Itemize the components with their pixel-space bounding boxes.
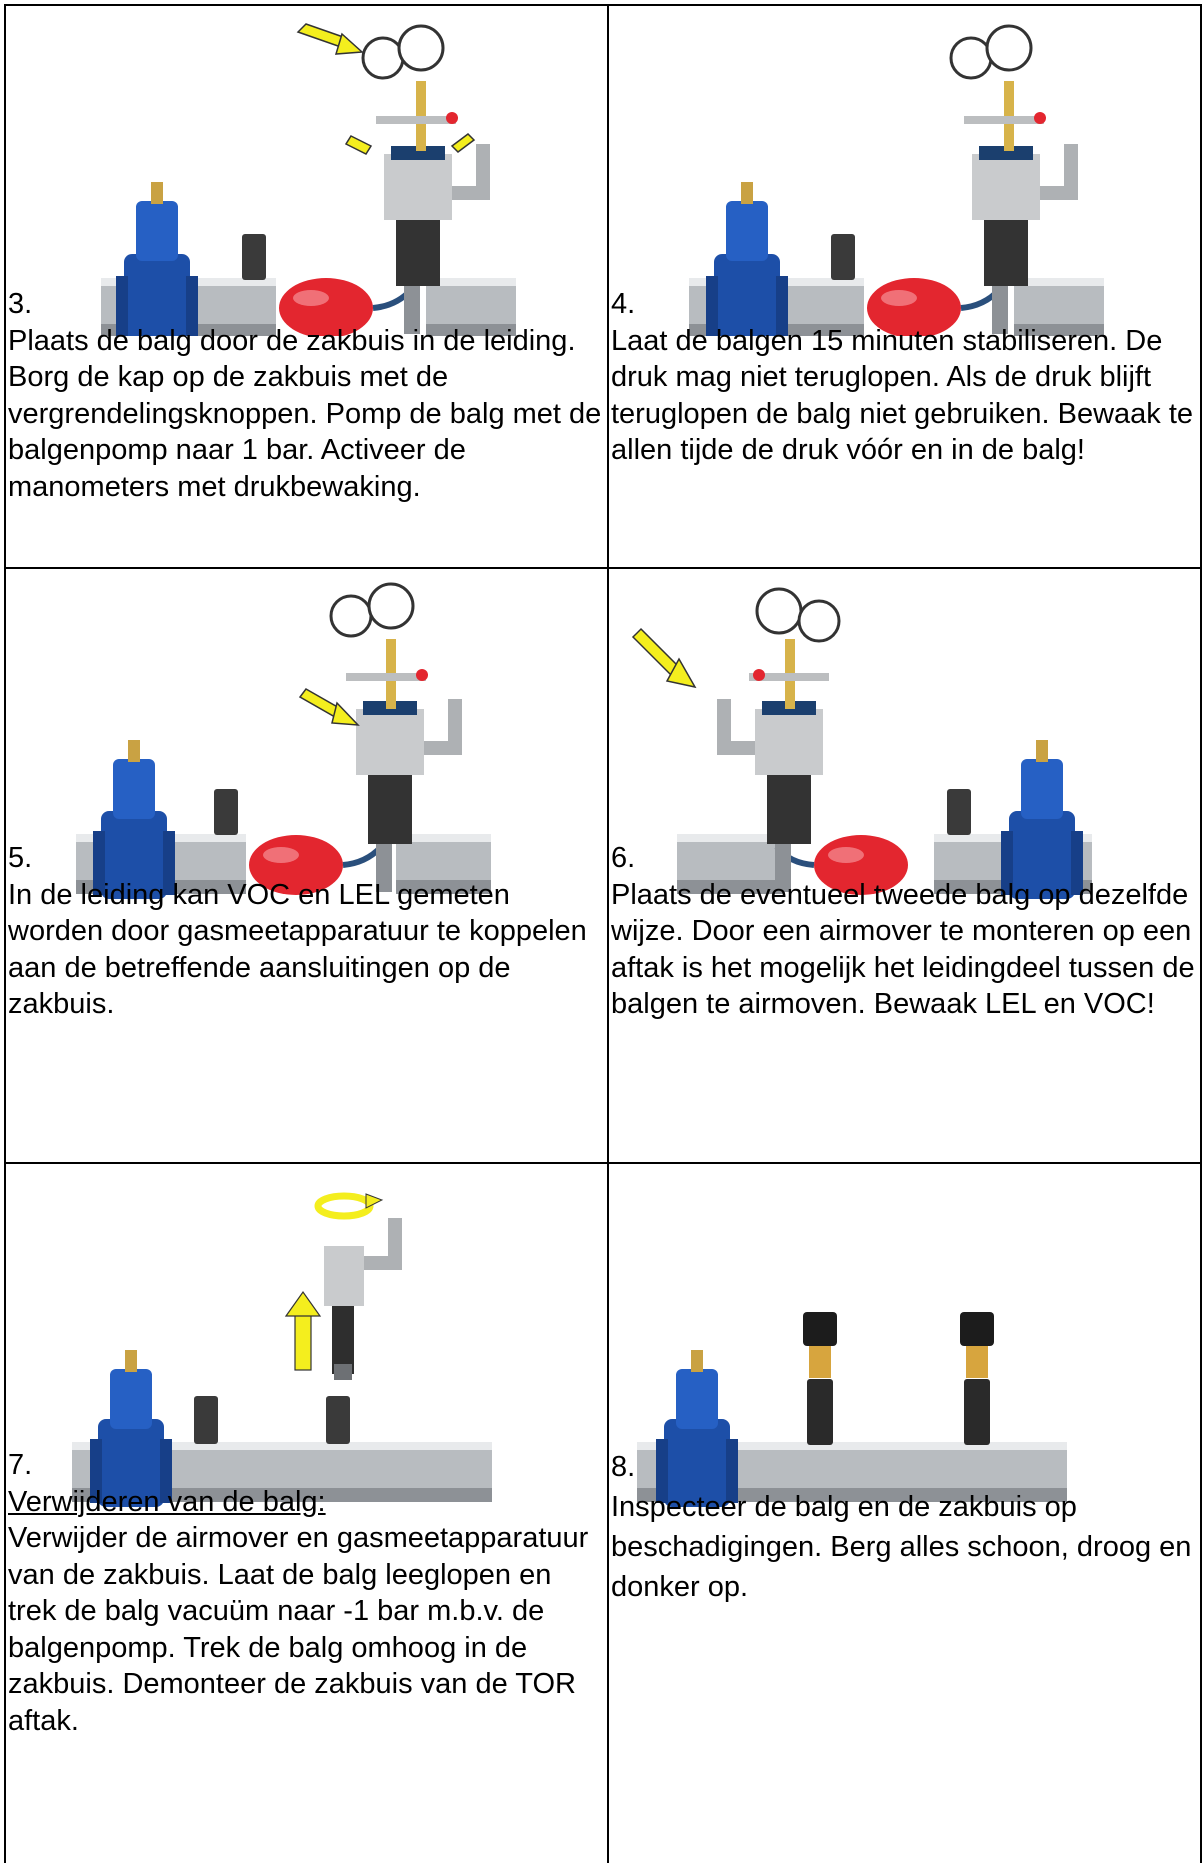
top-cropped-header-strip <box>0 0 1204 4</box>
step-description: Verwijder de airmover en gasmeetapparatu… <box>8 1522 589 1737</box>
step-8-text: 8. Inspecteer de balg en de zakbuis op b… <box>611 1447 1197 1607</box>
tor-tap-icon <box>214 789 238 835</box>
instruction-table: 3. Plaats de balg door de zakbuis in de … <box>4 4 1202 1863</box>
step-cell-4: 4. Laat de balgen 15 minuten stabilisere… <box>609 6 1200 567</box>
step-description: Plaats de eventueel tweede balg op dezel… <box>611 878 1195 1021</box>
step-7-illustration <box>72 1192 492 1507</box>
valve-icon <box>93 740 175 899</box>
step-3-text: 3. Plaats de balg door de zakbuis in de … <box>8 286 604 505</box>
arrow-icon <box>631 627 697 689</box>
tor-tap-icon <box>326 1396 350 1444</box>
step-number: 4. <box>611 288 636 320</box>
arrow-icon <box>298 688 360 726</box>
step-number: 7. <box>8 1449 33 1481</box>
step-cell-7: 7. Verwijderen van de balg: Verwijder de… <box>6 1164 607 1863</box>
arrow-icon <box>344 133 476 155</box>
tor-tap-icon <box>960 1312 994 1445</box>
arrow-up-icon <box>284 1290 322 1371</box>
step-number: 3. <box>8 288 33 320</box>
manometer-icon <box>949 24 1046 151</box>
valve-icon <box>706 182 788 336</box>
table-border-right <box>1200 4 1202 1863</box>
tor-tap-icon <box>242 234 266 280</box>
arrow-icon <box>296 23 364 55</box>
step-heading: Verwijderen van de balg: <box>8 1485 326 1518</box>
step-number: 8. <box>611 1451 636 1483</box>
valve-icon <box>656 1350 738 1507</box>
step-6-text: 6. Plaats de eventueel tweede balg op de… <box>611 840 1197 1023</box>
tor-tap-icon <box>947 789 971 835</box>
step-description: In de leiding kan VOC en LEL gemeten wor… <box>8 878 587 1021</box>
step-cell-3: 3. Plaats de balg door de zakbuis in de … <box>6 6 607 567</box>
tor-tap-icon <box>831 234 855 280</box>
step-number: 5. <box>8 842 33 874</box>
step-cell-6: 6. Plaats de eventueel tweede balg op de… <box>609 569 1200 1162</box>
step-cell-5: 5. In de leiding kan VOC en LEL gemeten … <box>6 569 607 1162</box>
step-8-illustration <box>637 1312 1067 1507</box>
step-4-text: 4. Laat de balgen 15 minuten stabilisere… <box>611 286 1197 469</box>
zakbuis-icon <box>972 144 1078 334</box>
manometer-icon <box>361 24 458 151</box>
valve-icon <box>116 182 198 336</box>
balloon-icon <box>867 278 961 336</box>
step-4-illustration <box>689 24 1104 336</box>
zakbuis-icon <box>717 699 823 892</box>
zakbuis-icon <box>356 699 462 892</box>
tor-tap-icon <box>803 1312 837 1445</box>
rotate-arrow-icon <box>314 1192 384 1220</box>
balloon-icon <box>249 835 343 895</box>
table-row-divider <box>4 1162 1202 1164</box>
step-description: Laat de balgen 15 minuten stabiliseren. … <box>611 324 1194 467</box>
step-cell-8: 8. Inspecteer de balg en de zakbuis op b… <box>609 1164 1200 1863</box>
step-7-text: 7. Verwijderen van de balg: Verwijder de… <box>8 1447 604 1739</box>
step-description: Inspecteer de balg en de zakbuis op besc… <box>611 1491 1192 1603</box>
manometer-icon <box>749 587 841 709</box>
table-row-divider <box>4 567 1202 569</box>
tor-tap-icon <box>194 1396 218 1444</box>
step-6-illustration <box>631 587 1092 899</box>
step-3-illustration <box>101 23 516 336</box>
step-description: Plaats de balg door de zakbuis in de lei… <box>8 324 602 503</box>
step-5-text: 5. In de leiding kan VOC en LEL gemeten … <box>8 840 604 1023</box>
step-5-illustration <box>76 582 491 899</box>
table-border-top <box>4 4 1202 6</box>
balloon-icon <box>814 835 908 895</box>
zakbuis-icon <box>384 144 490 334</box>
table-column-divider <box>607 4 609 1863</box>
step-number: 6. <box>611 842 636 874</box>
table-border-left <box>4 4 6 1863</box>
valve-icon <box>1001 740 1083 899</box>
zakbuis-icon <box>324 1218 402 1380</box>
balloon-icon <box>279 278 373 336</box>
manometer-icon <box>329 582 428 709</box>
valve-icon <box>90 1350 172 1507</box>
